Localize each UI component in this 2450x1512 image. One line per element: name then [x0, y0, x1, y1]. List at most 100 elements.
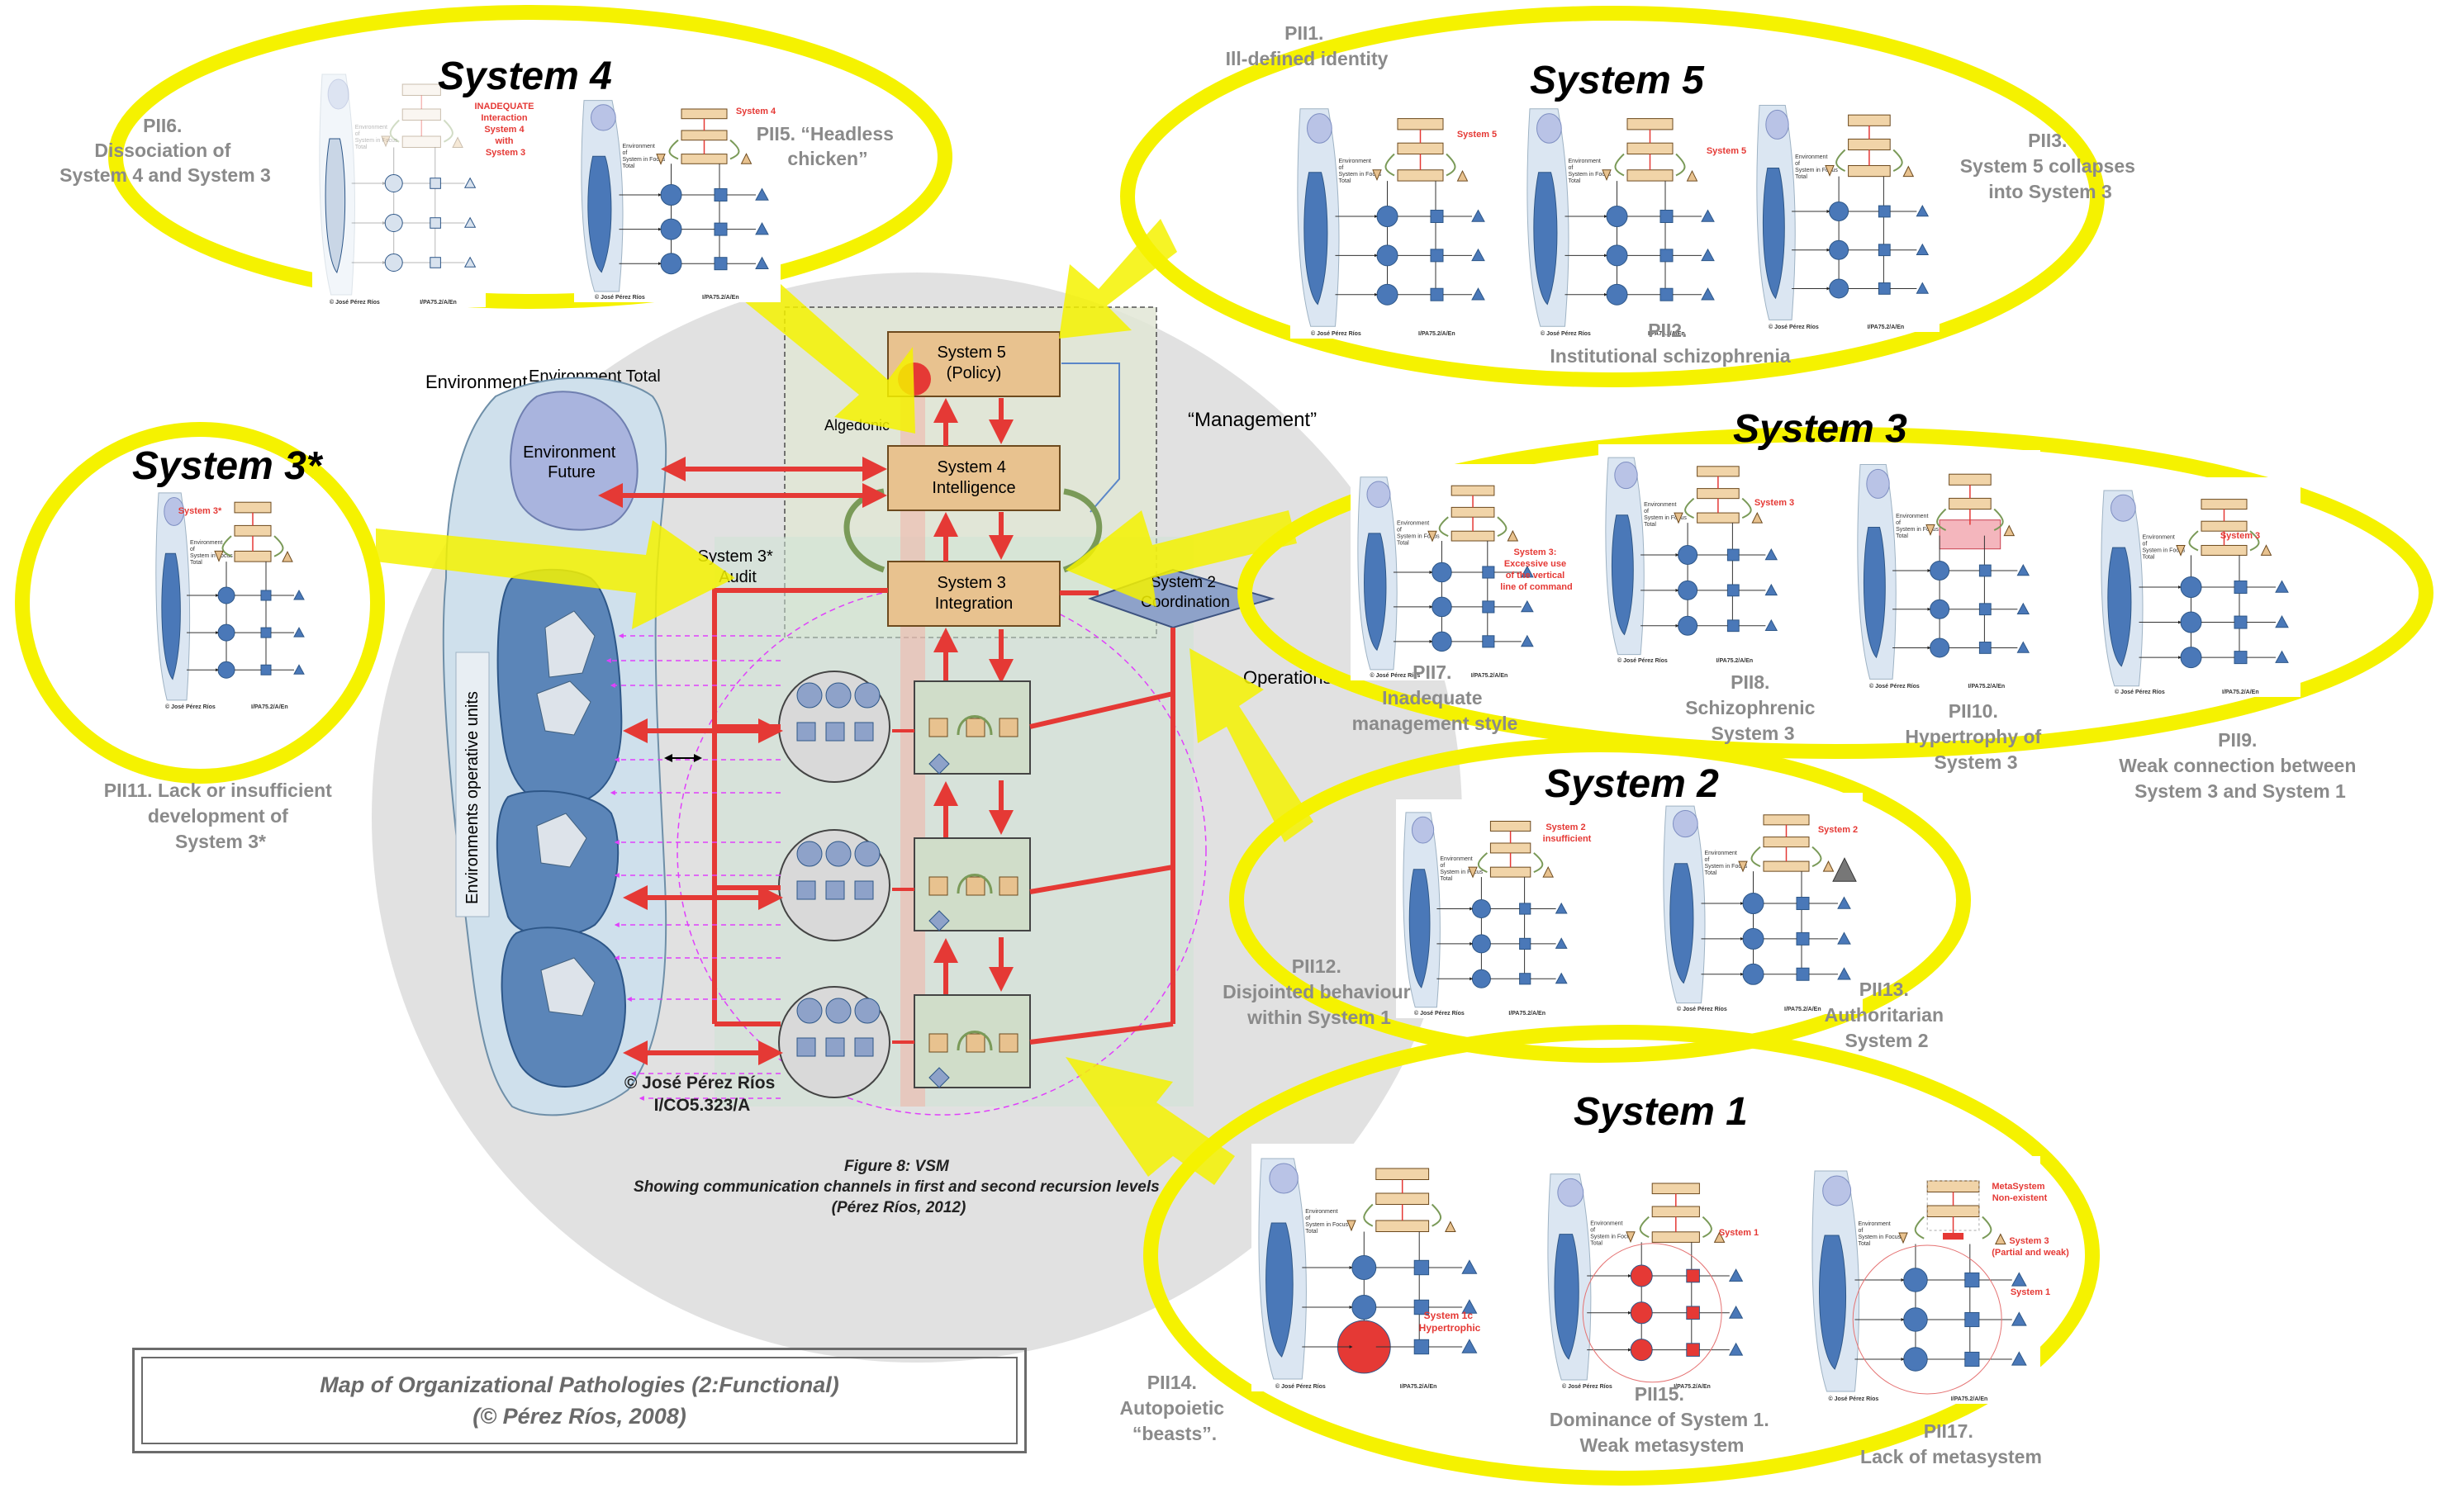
- operational-unit-2: [623, 829, 1174, 995]
- svg-text:© José Pérez Ríos: © José Pérez Ríos: [1562, 1383, 1612, 1390]
- system5-title: System 5: [1530, 59, 1705, 102]
- annotation-system3-a: System 3: [1754, 498, 1794, 508]
- svg-text:© José Pérez Ríos: © José Pérez Ríos: [1414, 1010, 1465, 1017]
- pathology-pii3[interactable]: PII3. System 5 collapses into System 3: [1960, 130, 2141, 202]
- annotation-system1-a: System 1: [1719, 1228, 1759, 1238]
- svg-text:© José Pérez Ríos: © José Pérez Ríos: [1677, 1006, 1727, 1012]
- reference-box: Map of Organizational Pathologies (2:Fun…: [132, 1348, 1027, 1453]
- pathology-pii1[interactable]: PII1. Ill-defined identity: [1226, 22, 1389, 69]
- pathology-pii5[interactable]: PII5. “Headless chicken”: [757, 123, 900, 169]
- system3-box[interactable]: [887, 561, 1061, 627]
- highlight-ellipses: [15, 5, 2433, 1486]
- pathology-pii12[interactable]: PII12. Disjointed behaviour within Syste…: [1223, 955, 1416, 1028]
- pathology-pii2[interactable]: PII2. Institutional schizophrenia: [1550, 320, 1791, 367]
- reference-box-inner: Map of Organizational Pathologies (2:Fun…: [141, 1357, 1018, 1444]
- ellipse-system3star: [15, 422, 385, 784]
- svg-text:I/PA75.2/A/En: I/PA75.2/A/En: [1784, 1007, 1821, 1012]
- svg-text:© José Pérez Ríos: © José Pérez Ríos: [1541, 330, 1591, 337]
- system3star-title: System 3*: [132, 444, 324, 488]
- annotation-system1c: System 1c Hypertrophic: [1419, 1310, 1481, 1334]
- pathology-pii10[interactable]: PII10. Hypertrophy of System 3: [1905, 700, 2046, 773]
- svg-text:© José Pérez Ríos: © José Pérez Ríos: [1869, 683, 1920, 690]
- environment-future-label: Environment Future: [523, 443, 620, 481]
- svg-text:I/PA75.2/A/En: I/PA75.2/A/En: [251, 704, 288, 710]
- svg-text:I/PA75.2/A/En: I/PA75.2/A/En: [1674, 1384, 1711, 1390]
- ellipse-system3: [1237, 427, 2433, 759]
- annotation-system5-b: System 5: [1707, 146, 1746, 156]
- thumbnail-annotations: INADEQUATE Interaction System 4 with Sys…: [178, 102, 2260, 1334]
- annotation-system4: System 4: [736, 107, 776, 116]
- operational-unit-1: [623, 671, 1174, 838]
- audit-channels: [605, 633, 781, 1101]
- svg-text:© José Pérez Ríos: © José Pérez Ríos: [595, 294, 645, 301]
- system4-title: System 4: [438, 55, 612, 98]
- pathology-pii13[interactable]: PII13. Authoritarian System 2: [1825, 979, 1949, 1051]
- system1-title: System 1: [1574, 1090, 1748, 1134]
- pathology-pii17[interactable]: PII17. Lack of metasystem: [1860, 1420, 2042, 1467]
- operations-dashed-circle: [677, 585, 1207, 1116]
- system4-label: System 4 Intelligence: [932, 458, 1015, 497]
- pathology-pii7[interactable]: PII7. Inadequate management style: [1352, 661, 1518, 734]
- svg-text:I/PA75.2/A/En: I/PA75.2/A/En: [1716, 658, 1754, 664]
- svg-text:I/PA75.2/A/En: I/PA75.2/A/En: [1951, 1396, 1988, 1402]
- svg-text:I/PA75.2/A/En: I/PA75.2/A/En: [1648, 331, 1685, 337]
- svg-text:© José Pérez Ríos: © José Pérez Ríos: [1275, 1383, 1326, 1390]
- ellipse-system4: [108, 5, 952, 309]
- system5-label: System 5 (Policy): [938, 344, 1011, 382]
- annotation-system3star: System 3*: [178, 506, 222, 516]
- reference-title: Map of Organizational Pathologies (2:Fun…: [320, 1372, 839, 1397]
- environments-operative-units-label: Environments operative units: [463, 691, 482, 904]
- pathology-pii15[interactable]: PII15. Dominance of System 1. Weak metas…: [1550, 1383, 1774, 1456]
- svg-text:I/PA75.2/A/En: I/PA75.2/A/En: [1400, 1384, 1437, 1390]
- svg-text:I/PA75.2/A/En: I/PA75.2/A/En: [1418, 331, 1455, 337]
- pathology-pii14[interactable]: PII14. Autopoietic “beasts”.: [1120, 1372, 1230, 1444]
- environment: Environment Environment Total Environmen…: [425, 367, 667, 1116]
- system4-group: System 4 PII6. Dissociation of System 4 …: [59, 55, 900, 186]
- annotation-system3-b: System 3: [2220, 531, 2260, 541]
- annotation-system2-insufficient: System 2 insufficient: [1543, 822, 1592, 844]
- svg-text:I/PA75.2/A/En: I/PA75.2/A/En: [1471, 673, 1508, 679]
- reference-credit: (© Pérez Ríos, 2008): [472, 1404, 686, 1429]
- pathology-pii6[interactable]: PII6. Dissociation of System 4 and Syste…: [59, 115, 271, 186]
- annotation-system3-partial: System 3 (Partial and weak): [1992, 1236, 2069, 1258]
- svg-text:I/PA75.2/A/En: I/PA75.2/A/En: [2222, 690, 2259, 695]
- svg-text:© José Pérez Ríos: © José Pérez Ríos: [1311, 330, 1361, 337]
- svg-text:© José Pérez Ríos: © José Pérez Ríos: [2115, 689, 2165, 695]
- pathology-pii9[interactable]: PII9. Weak connection between System 3 a…: [2119, 729, 2362, 802]
- arrow-system3-to-vsm: [1066, 510, 1297, 607]
- pathology-pii8[interactable]: PII8. Schizophrenic System 3: [1685, 671, 1821, 744]
- system4-box[interactable]: [887, 445, 1061, 511]
- arrow-system5-to-vsm: [1059, 219, 1177, 339]
- pathology-pii11[interactable]: PII11. Lack or insufficient development …: [104, 780, 337, 852]
- arrow-system1-to-vsm: [1066, 1057, 1235, 1185]
- annotation-inadequate-interaction: INADEQUATE Interaction System 4 with Sys…: [475, 102, 537, 158]
- arrow-system4-to-vsm: [739, 277, 915, 434]
- annotation-system2: System 2: [1818, 825, 1858, 835]
- system3star-label: System 3* Audit: [698, 547, 778, 586]
- svg-text:I/PA75.2/A/En: I/PA75.2/A/En: [1968, 684, 2006, 690]
- svg-text:I/PA75.2/A/En: I/PA75.2/A/En: [420, 300, 457, 306]
- svg-text:© José Pérez Ríos: © José Pérez Ríos: [165, 704, 216, 710]
- system3-title: System 3: [1733, 407, 1907, 451]
- system2-title: System 2: [1545, 762, 1719, 806]
- svg-text:I/PA75.2/A/En: I/PA75.2/A/En: [1508, 1011, 1545, 1017]
